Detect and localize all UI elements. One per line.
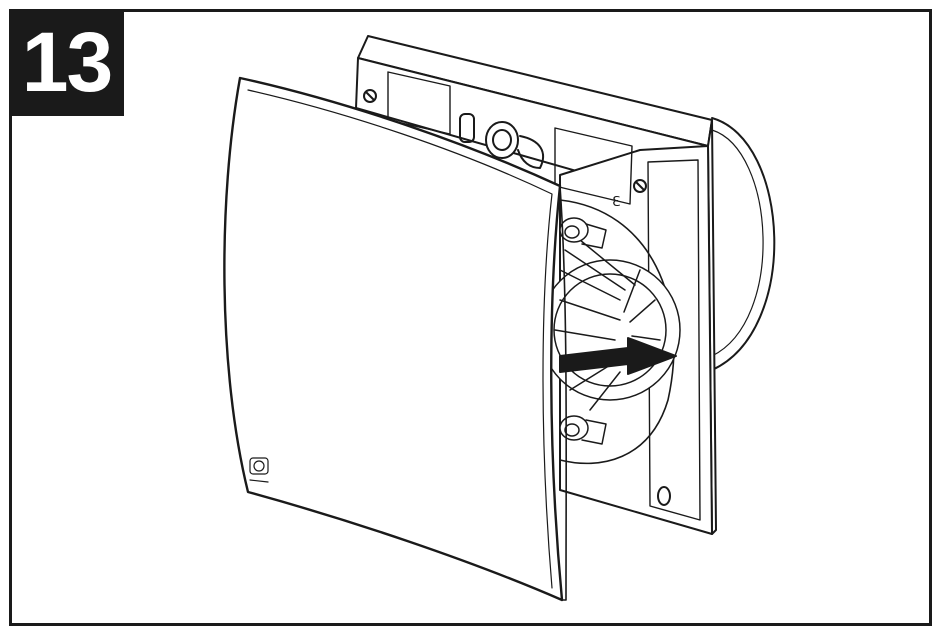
screw-icon bbox=[363, 89, 647, 193]
front-cover-icon bbox=[223, 76, 568, 602]
fan-housing-icon: ℇ bbox=[355, 35, 717, 535]
direction-arrow-icon bbox=[559, 337, 677, 375]
brand-logo-icon bbox=[249, 457, 269, 483]
control-knob-icon bbox=[459, 113, 545, 169]
svg-text:ℇ: ℇ bbox=[612, 193, 621, 209]
duct-spigot-icon bbox=[711, 117, 776, 371]
mounting-stud-icon bbox=[559, 217, 607, 445]
step-number-badge: 13 bbox=[9, 9, 124, 116]
